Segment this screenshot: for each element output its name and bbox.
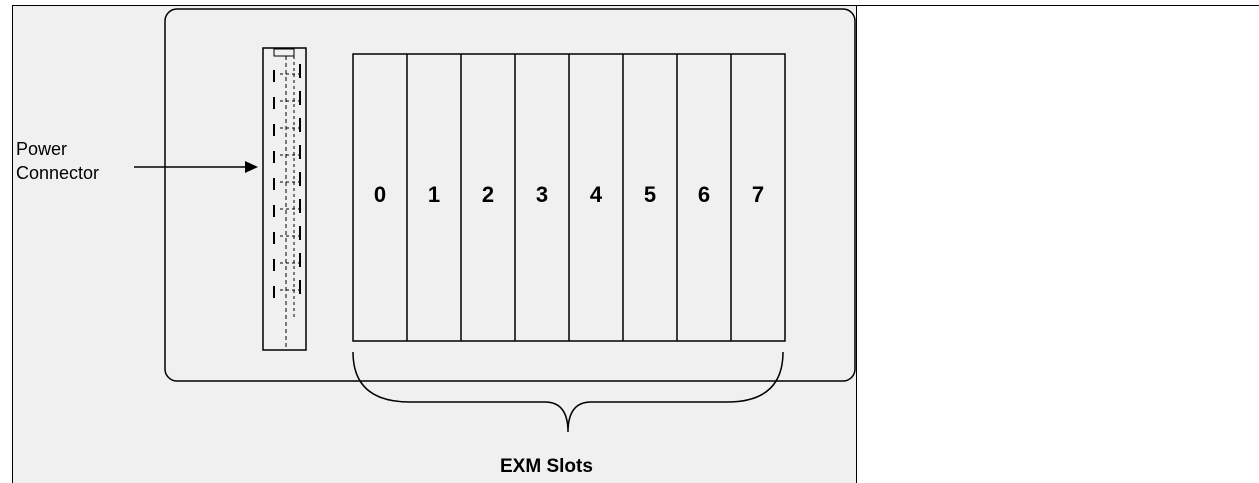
power-connector-pins: [273, 64, 301, 298]
power-label-line1: Power: [16, 139, 68, 159]
slot-number-7: 7: [752, 182, 764, 207]
power-connector-tab: [273, 48, 295, 57]
slot-number-0: 0: [374, 182, 386, 207]
slot-number-1: 1: [428, 182, 440, 207]
slot-number-5: 5: [644, 182, 656, 207]
exm-slots-brace: [352, 351, 784, 433]
power-arrow-head: [245, 161, 258, 173]
slot-number-6: 6: [698, 182, 710, 207]
power-arrow: [134, 161, 258, 173]
power-label-line2: Connector: [16, 163, 100, 183]
power-connector-label: Power Connector: [16, 137, 99, 185]
exm-slots-label: EXM Slots: [500, 456, 593, 477]
slot-number-2: 2: [482, 182, 494, 207]
power-connector-body: [262, 47, 307, 351]
power-connector: [262, 47, 307, 351]
slot-number-3: 3: [536, 182, 548, 207]
exm-slot-group: 0 1 2 3 4 5 6 7: [352, 53, 786, 342]
slot-number-4: 4: [590, 182, 603, 207]
